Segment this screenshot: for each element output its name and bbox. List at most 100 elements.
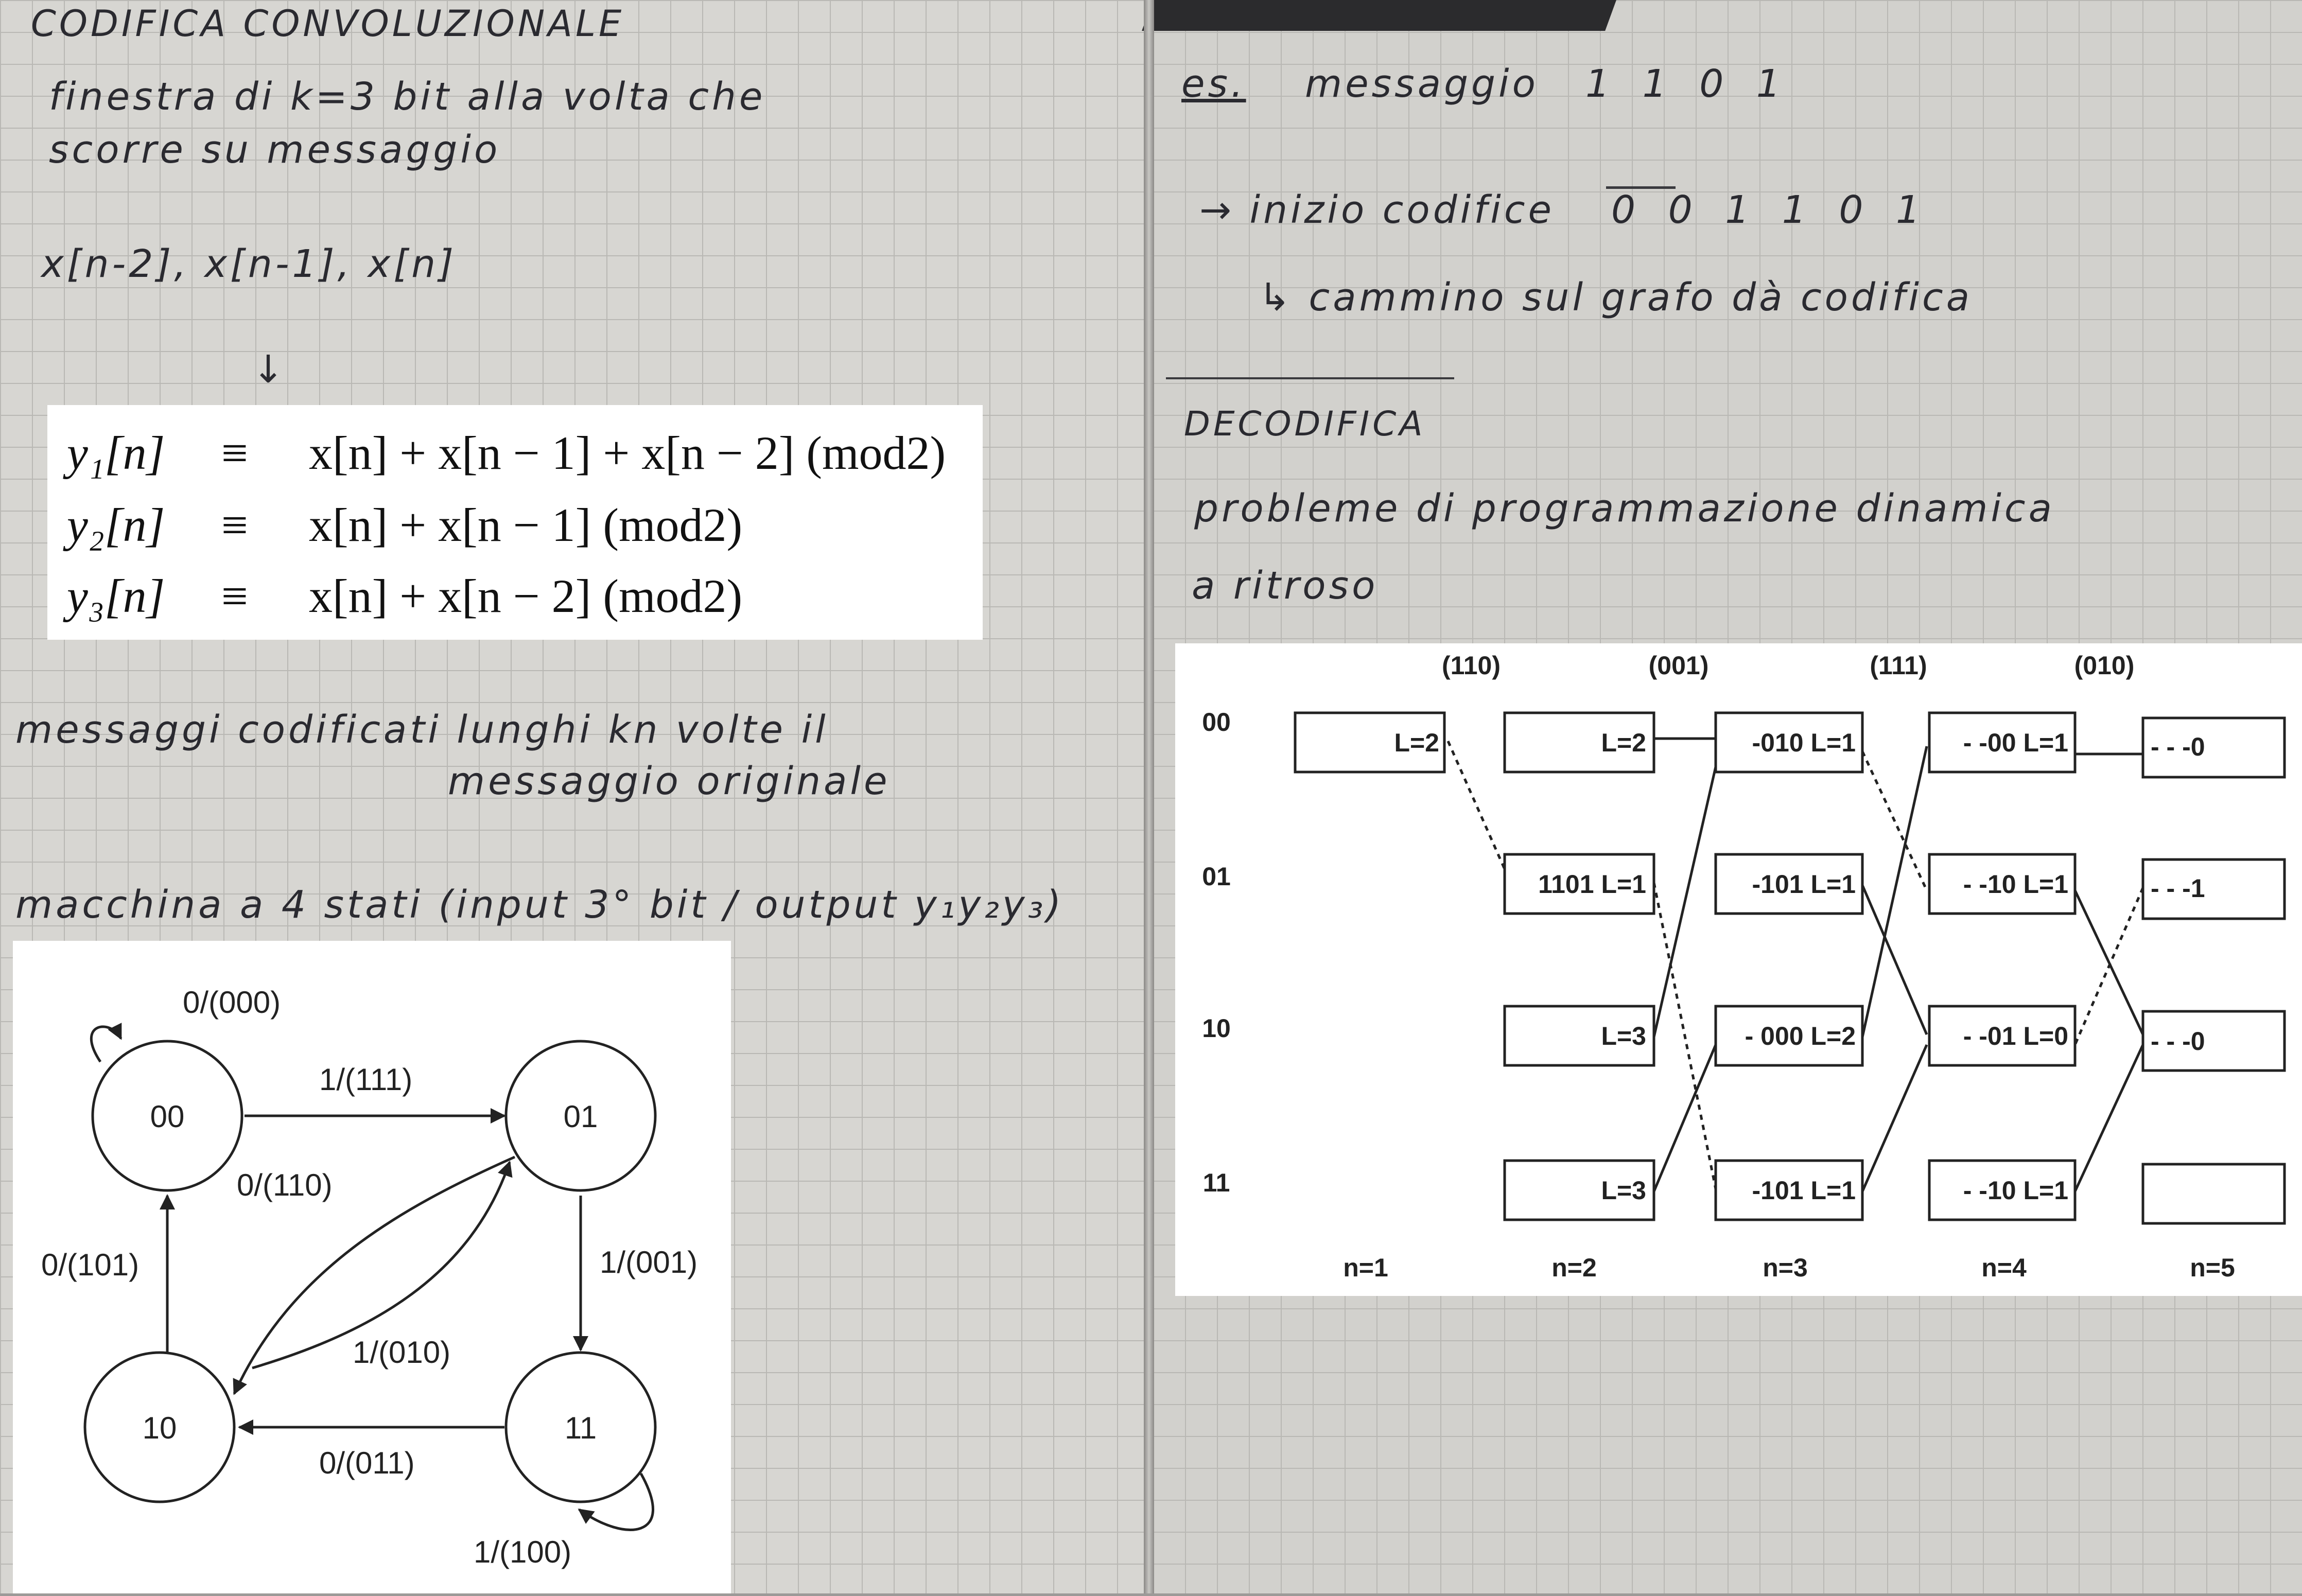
transition-label: 1/(111) bbox=[319, 1062, 412, 1097]
trellis-box-label: L=3 bbox=[1601, 1022, 1646, 1050]
state-diagram: 00 01 10 11 0/(000) 1/(111) 0/(110) 0/(1… bbox=[41, 985, 697, 1569]
handwritten-line: finestra di k=3 bit alla volta che bbox=[49, 75, 766, 119]
trellis-state-box bbox=[1714, 1159, 1864, 1221]
encoded-bits: 0 0 1 1 0 1 bbox=[1611, 188, 1931, 232]
received-symbol: (001) bbox=[1649, 651, 1709, 680]
transition-arrow bbox=[90, 1023, 123, 1063]
trellis-state-box bbox=[1928, 711, 2077, 774]
best-path bbox=[1861, 750, 1928, 891]
section-title: DECODIFICA bbox=[1184, 404, 1426, 444]
trellis-path bbox=[2073, 889, 2144, 1036]
state-circle-10 bbox=[83, 1351, 236, 1503]
trellis-path bbox=[1861, 885, 1928, 1035]
best-path bbox=[2073, 887, 2144, 1045]
trellis-state-box bbox=[1714, 1005, 1864, 1067]
handwritten-line: a ritroso bbox=[1192, 564, 1379, 608]
transition-label: 1/(001) bbox=[600, 1245, 697, 1279]
trellis-box-label: L=2 bbox=[1601, 728, 1646, 757]
trellis-box-label: - - -0 bbox=[2151, 732, 2205, 761]
trellis-state-box bbox=[1294, 711, 1446, 774]
state-label: 00 bbox=[150, 1099, 185, 1134]
message-bits: 1 1 0 1 bbox=[1585, 62, 1791, 106]
transition-label: 0/(101) bbox=[41, 1248, 139, 1282]
trellis-path bbox=[1861, 746, 1928, 1038]
transition-arrow bbox=[233, 1155, 516, 1395]
equiv-symbol: ≡ bbox=[221, 427, 248, 479]
column-label: n=3 bbox=[1763, 1253, 1808, 1282]
equation-lhs: y₂[n] bbox=[67, 499, 165, 551]
column-label: n=5 bbox=[2190, 1253, 2235, 1282]
equation-lhs: y₁[n] bbox=[67, 427, 165, 479]
state-label: 01 bbox=[564, 1099, 598, 1134]
column-label: n=2 bbox=[1551, 1253, 1597, 1282]
trellis-box-label: - - -0 bbox=[2151, 1027, 2205, 1056]
row-label: 11 bbox=[1203, 1168, 1230, 1197]
state-label: 11 bbox=[565, 1411, 597, 1445]
handwritten-line: → inizio codifice bbox=[1199, 188, 1555, 232]
transition-label: 0/(110) bbox=[237, 1168, 333, 1202]
trellis-box-label: L=3 bbox=[1601, 1176, 1646, 1205]
state-circle-01 bbox=[504, 1040, 657, 1192]
handwritten-window: x[n-2], x[n-1], x[n] bbox=[41, 242, 457, 286]
state-circle-11 bbox=[504, 1351, 657, 1503]
trellis-box-label: 1101 L=1 bbox=[1538, 870, 1646, 899]
trellis-state-box bbox=[2141, 1163, 2286, 1225]
trellis-path bbox=[2073, 1044, 2144, 1192]
transition-arrow bbox=[578, 1472, 654, 1531]
row-label: 10 bbox=[1202, 1014, 1231, 1043]
row-label: 01 bbox=[1202, 862, 1231, 891]
equation-rhs: x[n] + x[n − 1] (mod2) bbox=[309, 499, 743, 551]
trellis-state-box bbox=[1503, 1005, 1655, 1067]
background-surface bbox=[1142, 0, 1616, 31]
equation-rhs: x[n] + x[n − 2] (mod2) bbox=[309, 570, 743, 622]
transition-label: 1/(010) bbox=[353, 1335, 450, 1370]
trellis-box-label: - 000 L=2 bbox=[1745, 1022, 1856, 1050]
handwritten-line: scorre su messaggio bbox=[49, 128, 501, 172]
equiv-symbol: ≡ bbox=[221, 570, 248, 622]
trellis-state-box bbox=[2141, 858, 2286, 920]
handwritten-line: messaggi codificati lunghi kn volte il bbox=[15, 708, 829, 752]
state-label: 10 bbox=[143, 1411, 177, 1445]
equations-box: y₁[n] ≡ x[n] + x[n − 1] + x[n − 2] (mod2… bbox=[47, 405, 983, 640]
transition-arrow bbox=[252, 1161, 513, 1370]
received-symbol: (010) bbox=[2074, 651, 2135, 680]
trellis-state-box bbox=[1503, 711, 1655, 774]
trellis-box-label: - -10 L=1 bbox=[1963, 1176, 2068, 1205]
transition-label: 0/(011) bbox=[319, 1446, 415, 1480]
divider-line bbox=[1166, 377, 1454, 379]
column-label: n=1 bbox=[1343, 1253, 1388, 1282]
trellis-state-box bbox=[1503, 1159, 1655, 1221]
equiv-symbol: ≡ bbox=[221, 499, 248, 551]
equation-lhs: y₃[n] bbox=[67, 570, 165, 622]
trellis-state-box bbox=[1714, 853, 1864, 915]
trellis-path bbox=[1652, 766, 1717, 1038]
trellis-path bbox=[1652, 1044, 1717, 1192]
trellis-state-box bbox=[1503, 853, 1655, 915]
best-path bbox=[1652, 882, 1717, 1189]
equation-rhs: x[n] + x[n − 1] + x[n − 2] (mod2) bbox=[309, 427, 946, 479]
page-title: CODIFICA CONVOLUZIONALE bbox=[31, 3, 625, 45]
notebook-spine bbox=[1144, 0, 1154, 1593]
handwritten-line: macchina a 4 stati (input 3° bit / outpu… bbox=[15, 883, 1065, 927]
down-arrow: ↓ bbox=[252, 347, 288, 392]
trellis-box-label: - -00 L=1 bbox=[1963, 728, 2068, 757]
transition-label: 1/(100) bbox=[474, 1535, 571, 1569]
trellis-box-label: -101 L=1 bbox=[1752, 870, 1856, 899]
best-path bbox=[1446, 740, 1509, 876]
example-label: es. bbox=[1181, 62, 1246, 106]
received-symbol: (111) bbox=[1870, 651, 1927, 680]
state-diagram-box: 00 01 10 11 0/(000) 1/(111) 0/(110) 0/(1… bbox=[13, 941, 731, 1593]
trellis-state-box bbox=[2141, 716, 2286, 779]
trellis-state-box bbox=[1928, 853, 2077, 915]
trellis-box-label: - -01 L=0 bbox=[1963, 1022, 2068, 1050]
state-circle-00 bbox=[91, 1040, 243, 1192]
trellis-box-label: -010 L=1 bbox=[1752, 728, 1856, 757]
column-label: n=4 bbox=[1981, 1253, 2027, 1282]
trellis-box-label: - -10 L=1 bbox=[1963, 870, 2068, 899]
overline bbox=[1606, 186, 1676, 189]
trellis-path bbox=[1861, 1044, 1928, 1192]
handwritten-line: probleme di programmazione dinamica bbox=[1194, 486, 2055, 531]
trellis-box-label: L=2 bbox=[1394, 728, 1439, 757]
trellis-state-box bbox=[2141, 1010, 2286, 1072]
trellis-state-box bbox=[1928, 1005, 2077, 1067]
